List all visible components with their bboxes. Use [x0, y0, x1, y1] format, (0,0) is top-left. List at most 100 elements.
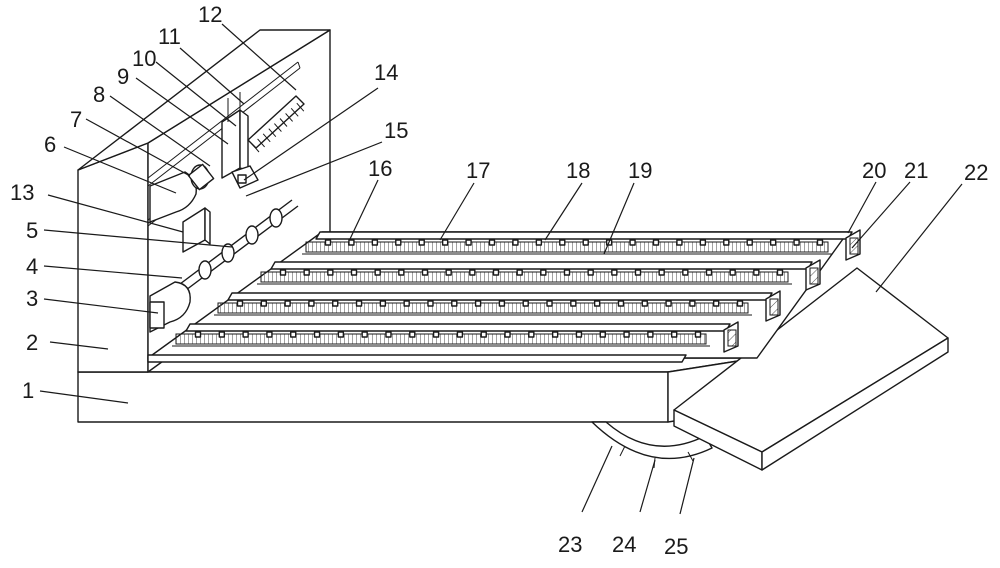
row-pin — [582, 239, 589, 246]
row-pin — [427, 300, 434, 307]
row-pin — [492, 269, 500, 276]
row-pin — [324, 239, 332, 246]
row-end-spring — [727, 329, 737, 347]
label-19: 19 — [628, 158, 652, 183]
row-pin — [776, 269, 784, 276]
row-pin — [599, 331, 606, 338]
row-pin — [528, 331, 535, 338]
screw-thread — [262, 133, 271, 143]
drive-shaft — [179, 199, 299, 291]
row-pin — [290, 331, 297, 338]
screw-thread — [268, 128, 277, 138]
label-12: 12 — [198, 2, 222, 27]
row-pin — [395, 239, 402, 246]
row-hatched-band — [260, 271, 789, 283]
front-rail — [147, 354, 687, 363]
row-pin — [421, 269, 429, 276]
row-pin — [480, 331, 487, 338]
row-pin — [535, 239, 543, 246]
row-pin — [705, 269, 713, 276]
label-17: 17 — [466, 158, 490, 183]
row-pin — [504, 331, 511, 338]
row-pin — [308, 300, 315, 307]
label-16: 16 — [368, 156, 392, 181]
leader-lines — [39, 23, 963, 515]
base-plate — [77, 357, 758, 423]
row-pin — [348, 239, 355, 246]
shaft-gear — [221, 243, 235, 263]
row-pin — [634, 269, 642, 276]
label-21: 21 — [904, 158, 928, 183]
row-pin — [327, 269, 334, 276]
label-20: 20 — [862, 158, 886, 183]
row-pin — [266, 331, 273, 338]
row-pin — [512, 239, 519, 246]
screw-thread — [290, 107, 299, 117]
callout-labels: 1 2 3 4 5 6 7 8 9 10 11 12 13 14 15 16 1… — [10, 2, 988, 559]
screw-thread — [251, 143, 260, 153]
row-pin — [474, 300, 482, 307]
row-pin — [723, 239, 730, 246]
row-pin — [746, 239, 753, 246]
label-6: 6 — [44, 132, 56, 157]
row-pin — [670, 331, 678, 338]
shaft-gear — [198, 260, 212, 280]
row-hatched-band — [175, 333, 707, 345]
row-pin — [279, 269, 287, 276]
row-end-spring — [769, 298, 779, 316]
label-11: 11 — [158, 24, 181, 49]
screw-thread — [296, 102, 305, 112]
row-pin — [465, 239, 472, 246]
label-23: 23 — [558, 532, 582, 557]
row-pin — [284, 300, 291, 307]
row-pin — [456, 331, 464, 338]
label-22: 22 — [964, 160, 988, 185]
row-pin — [379, 300, 387, 307]
row-pin — [563, 269, 571, 276]
row-pin — [403, 300, 410, 307]
label-13: 13 — [10, 180, 34, 205]
roller-rows — [147, 229, 861, 363]
row-pin — [409, 331, 416, 338]
row-pin — [242, 331, 249, 338]
row-pin — [441, 239, 449, 246]
row-pin — [769, 239, 777, 246]
row-pin — [516, 269, 523, 276]
row-pin — [350, 269, 358, 276]
row-pin — [551, 331, 559, 338]
row-pin — [337, 331, 345, 338]
row-pin — [641, 300, 648, 307]
screw-thread — [257, 138, 265, 148]
slider-block — [221, 92, 249, 179]
motor-housing — [149, 163, 215, 223]
label-2: 2 — [26, 330, 38, 355]
row-pin — [611, 269, 618, 276]
row-pin — [469, 269, 476, 276]
row-pin — [398, 269, 405, 276]
row-pin — [540, 269, 547, 276]
row-pin — [546, 300, 553, 307]
row-pin — [218, 331, 226, 338]
label-18: 18 — [566, 158, 590, 183]
row-pin — [593, 300, 601, 307]
lead-screw — [247, 95, 305, 153]
label-7: 7 — [70, 107, 82, 132]
label-3: 3 — [26, 286, 38, 311]
row-top-rail — [227, 292, 773, 301]
row-hatched-band — [305, 241, 829, 253]
screw-thread — [285, 113, 293, 122]
row-top-rail — [270, 261, 813, 270]
row-pin — [736, 300, 744, 307]
row-pin — [570, 300, 577, 307]
label-9: 9 — [117, 64, 129, 89]
row-pin — [451, 300, 458, 307]
row-pin — [587, 269, 594, 276]
label-24: 24 — [612, 532, 636, 557]
label-1: 1 — [22, 378, 34, 403]
label-4: 4 — [26, 254, 38, 279]
row-pin — [498, 300, 506, 307]
row-pin — [623, 331, 630, 338]
label-25: 25 — [664, 534, 688, 559]
row-pin — [488, 239, 496, 246]
